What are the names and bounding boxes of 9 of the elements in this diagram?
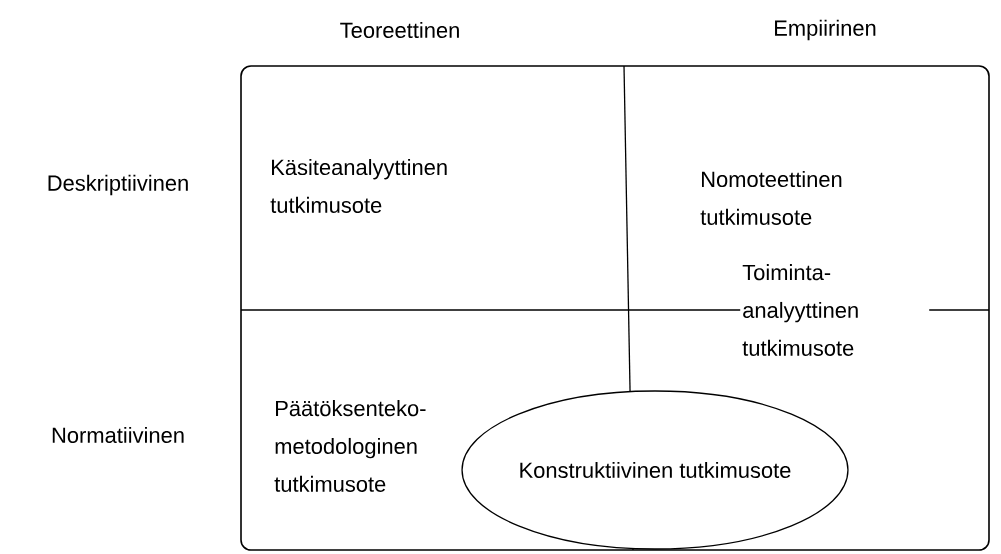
row-heading: Normatiivinen bbox=[52, 426, 184, 444]
quadrant-text: Päätöksenteko-metodologinen tutkimusote bbox=[274, 400, 426, 492]
column-heading: Empiirinen bbox=[775, 19, 876, 41]
quadrant-text: Käsiteanalyyttinen tutkimusote bbox=[270, 159, 447, 213]
quadrant-text: Toiminta-analyyttinen tutkimusote bbox=[740, 262, 930, 358]
quadrant-text: Nomoteettinen tutkimusote bbox=[700, 171, 842, 225]
node-label: Konstruktiivinen tutkimusote bbox=[520, 461, 791, 479]
row-heading: Deskriptiivinen bbox=[48, 174, 188, 196]
column-heading: Teoreettinen bbox=[340, 21, 459, 39]
